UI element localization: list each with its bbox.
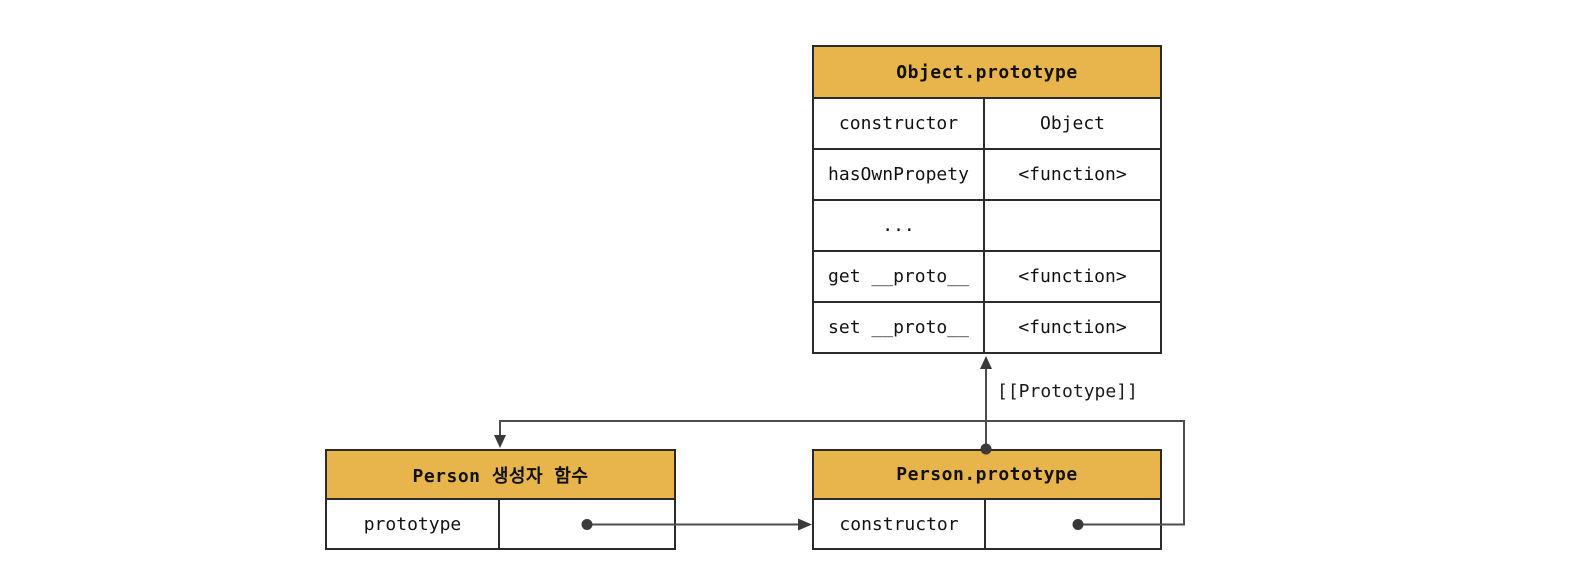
row-value-prototype	[500, 500, 674, 548]
row-value-get-proto: <function>	[1018, 266, 1127, 287]
table-row: constructor Object	[814, 99, 1160, 148]
row-key-hasownpropety: hasOwnPropety	[814, 150, 985, 199]
table-row: get __proto__ <function>	[814, 250, 1160, 301]
row-value-constructor: Object	[1039, 113, 1106, 134]
person-constructor-table: Person 생성자 함수 prototype	[325, 449, 676, 550]
row-value-hasownpropety: <function>	[1018, 164, 1127, 185]
object-prototype-table-title: Object.prototype	[814, 47, 1160, 99]
table-row: ...	[814, 199, 1160, 250]
table-row: constructor	[814, 500, 1160, 548]
row-value-set-proto: <function>	[1018, 317, 1127, 338]
prototype-link-label: [[Prototype]]	[997, 381, 1138, 402]
row-value-ellipsis	[985, 201, 1160, 250]
object-prototype-table: Object.prototype constructor Object hasO…	[812, 45, 1162, 354]
table-row: hasOwnPropety <function>	[814, 148, 1160, 199]
table-row: prototype	[327, 500, 674, 548]
table-row: set __proto__ <function>	[814, 301, 1160, 352]
row-key-constructor2: constructor	[814, 500, 986, 548]
row-key-set-proto: set __proto__	[814, 303, 985, 352]
row-key-constructor: constructor	[814, 99, 985, 148]
person-constructor-table-title: Person 생성자 함수	[327, 451, 674, 500]
row-key-prototype: prototype	[327, 500, 500, 548]
row-key-ellipsis: ...	[814, 201, 985, 250]
person-prototype-table: Person.prototype constructor	[812, 449, 1162, 550]
person-prototype-table-title: Person.prototype	[814, 451, 1160, 500]
row-value-constructor2	[986, 500, 1160, 548]
row-key-get-proto: get __proto__	[814, 252, 985, 301]
arrow-prototype-link	[980, 356, 992, 455]
